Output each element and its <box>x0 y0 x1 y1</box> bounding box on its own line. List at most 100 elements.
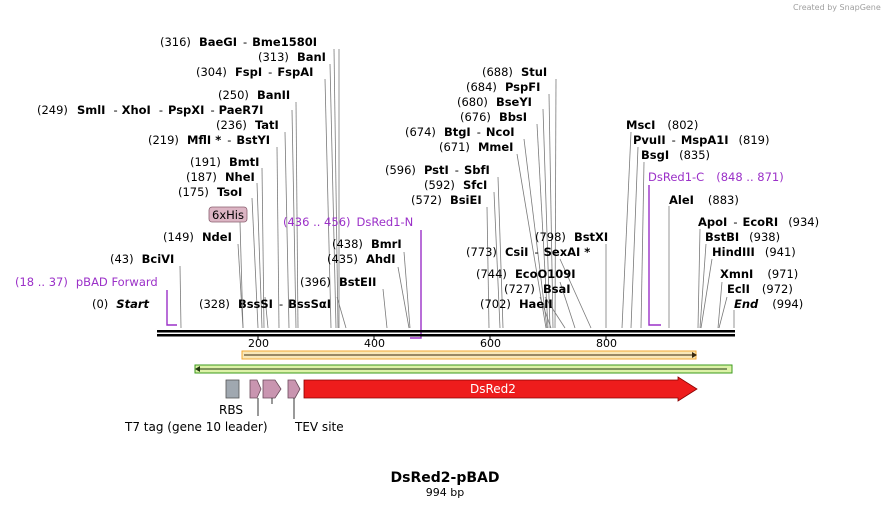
site-name: SexAI * <box>544 245 591 259</box>
map-subtitle: 994 bp <box>426 486 464 499</box>
svg-text:DsRed1-C(848 .. 871): DsRed1-C (848 .. 871) <box>648 170 784 184</box>
tick-label: 800 <box>596 337 617 350</box>
site-pos: (971) <box>767 267 798 281</box>
svg-text:EclI(972): EclI(972) <box>727 282 793 296</box>
svg-text:(680)BseYI: (680) BseYI <box>457 95 532 109</box>
site-pos: (941) <box>765 245 796 259</box>
svg-text:(438)BmrI: (438)BmrI <box>332 237 402 251</box>
tick-label: 200 <box>248 337 269 350</box>
site-name: BstXI <box>574 230 608 244</box>
primer-name: DsRed1-N <box>357 215 414 229</box>
svg-text:(250)BanII: (250)BanII <box>218 88 290 102</box>
his-tag-label: 6xHis <box>212 208 244 222</box>
site-pos: (819) <box>739 133 770 147</box>
primer-range: (848 .. 871) <box>716 170 784 184</box>
svg-text:(702)HaeII: (702)HaeII <box>480 297 553 311</box>
site-name: PspFI <box>505 80 540 94</box>
dsred2-label: DsRed2 <box>470 382 516 396</box>
site-name: TatI <box>255 118 279 132</box>
site-name: BstBI <box>705 230 739 244</box>
svg-text:(396)BstEII: (396)BstEII <box>300 275 376 289</box>
svg-text:BstBI(938): BstBI(938) <box>705 230 780 244</box>
site-name: Bme1580I <box>252 35 317 49</box>
site-pos: (727) <box>504 282 535 296</box>
svg-text:(187)NheI: (187) NheI <box>186 170 255 184</box>
his-tag-badge <box>208 206 248 223</box>
site-pos: (671) <box>439 140 470 154</box>
site-name: BseYI <box>496 95 532 109</box>
svg-text:End(994): End(994) <box>734 297 803 311</box>
site-name: FspI <box>235 65 262 79</box>
primer-name: pBAD Forward <box>76 275 158 289</box>
site-pos: (592) <box>424 178 455 192</box>
site-pos: (835) <box>679 148 710 162</box>
site-pos: (702) <box>480 297 511 311</box>
site-name: MscI <box>626 118 655 132</box>
site-pos: (187) <box>186 170 217 184</box>
svg-text:(436 .. 456)DsRed1-N: (436 .. 456)DsRed1-N <box>283 215 413 229</box>
site-pos: (0) <box>92 297 108 311</box>
site-name: MspA1I <box>681 133 729 147</box>
rbs-label: RBS <box>219 403 243 417</box>
site-name: Start <box>116 297 149 311</box>
svg-text:PvuII-MspA1I(819): PvuII-MspA1I(819) <box>633 133 769 147</box>
site-name: BbsI <box>499 110 527 124</box>
site-pos: (972) <box>762 282 793 296</box>
svg-text:(191)BmtI: (191)BmtI <box>190 155 259 169</box>
svg-text:(727)BsaI: (727) BsaI <box>504 282 571 296</box>
site-pos: (313) <box>258 50 289 64</box>
site-name: BssSαI <box>288 297 331 311</box>
site-name: PaeR7I <box>219 103 264 117</box>
svg-text:BsgI(835): BsgI(835) <box>641 148 710 162</box>
svg-text:(798)BstXI: (798) BstXI <box>535 230 608 244</box>
svg-text:(674)BtgI-NcoI: (674)BtgI-NcoI <box>405 125 515 139</box>
svg-text:(435)AhdI: (435) AhdI <box>327 252 396 266</box>
primer-name: DsRed1-C <box>648 170 704 184</box>
site-name: EcoRI <box>742 215 778 229</box>
svg-text:(572)BsiEI: (572)BsiEI <box>411 193 482 207</box>
rbs-block <box>225 379 240 399</box>
site-name: NheI <box>225 170 255 184</box>
svg-text:(676)BbsI: (676)BbsI <box>460 110 527 124</box>
svg-text:(175)TsoI: (175)TsoI <box>178 185 242 199</box>
svg-text:(773)CsiI-SexAI *: (773)CsiI-SexAI * <box>466 245 590 259</box>
site-name: XhoI <box>122 103 151 117</box>
site-pos: (773) <box>466 245 497 259</box>
site-name: SbfI <box>464 163 490 177</box>
svg-text:(18 .. 37)pBAD Forward: (18 .. 37)pBAD Forward <box>15 275 158 289</box>
site-name: MmeI <box>478 140 514 154</box>
tev-site-block <box>287 379 301 399</box>
site-pos: (249) <box>37 103 68 117</box>
site-pos: (236) <box>216 118 247 132</box>
site-name: BmrI <box>371 237 402 251</box>
svg-text:(313)BanI: (313)BanI <box>258 50 326 64</box>
t7-tag-label: T7 tag (gene 10 leader) <box>124 420 268 434</box>
site-pos: (744) <box>476 267 507 281</box>
ruler-ticks <box>257 336 607 340</box>
site-name: AhdI <box>366 252 396 266</box>
site-labels: (316)BaeGI-Bme1580I (313)BanI (304)FspI-… <box>37 35 819 311</box>
site-name: PstI <box>424 163 449 177</box>
feature-connectors <box>257 398 295 419</box>
dsred2-arrow <box>303 376 698 402</box>
site-pos: (680) <box>457 95 488 109</box>
svg-text:HindIII(941): HindIII(941) <box>712 245 796 259</box>
ruler-labels: 200 400 600 800 <box>248 337 617 350</box>
site-name: BanII <box>257 88 290 102</box>
site-pos: (396) <box>300 275 331 289</box>
t7-tag-block <box>262 379 282 399</box>
svg-text:XmnI(971): XmnI(971) <box>720 267 798 281</box>
svg-text:(43)BciVI: (43)BciVI <box>110 252 174 266</box>
site-name: BsaI <box>543 282 571 296</box>
site-pos: (191) <box>190 155 221 169</box>
site-pos: (435) <box>327 252 358 266</box>
site-pos: (798) <box>535 230 566 244</box>
site-pos: (688) <box>482 65 513 79</box>
site-name: SmlI <box>77 103 106 117</box>
snapgene-credit: Created by SnapGene <box>793 3 881 12</box>
svg-text:(688)StuI: (688)StuI <box>482 65 547 79</box>
site-name: TsoI <box>217 185 242 199</box>
site-pos: (684) <box>466 80 497 94</box>
site-pos: (802) <box>667 118 698 132</box>
green-feature-bar <box>194 364 733 374</box>
